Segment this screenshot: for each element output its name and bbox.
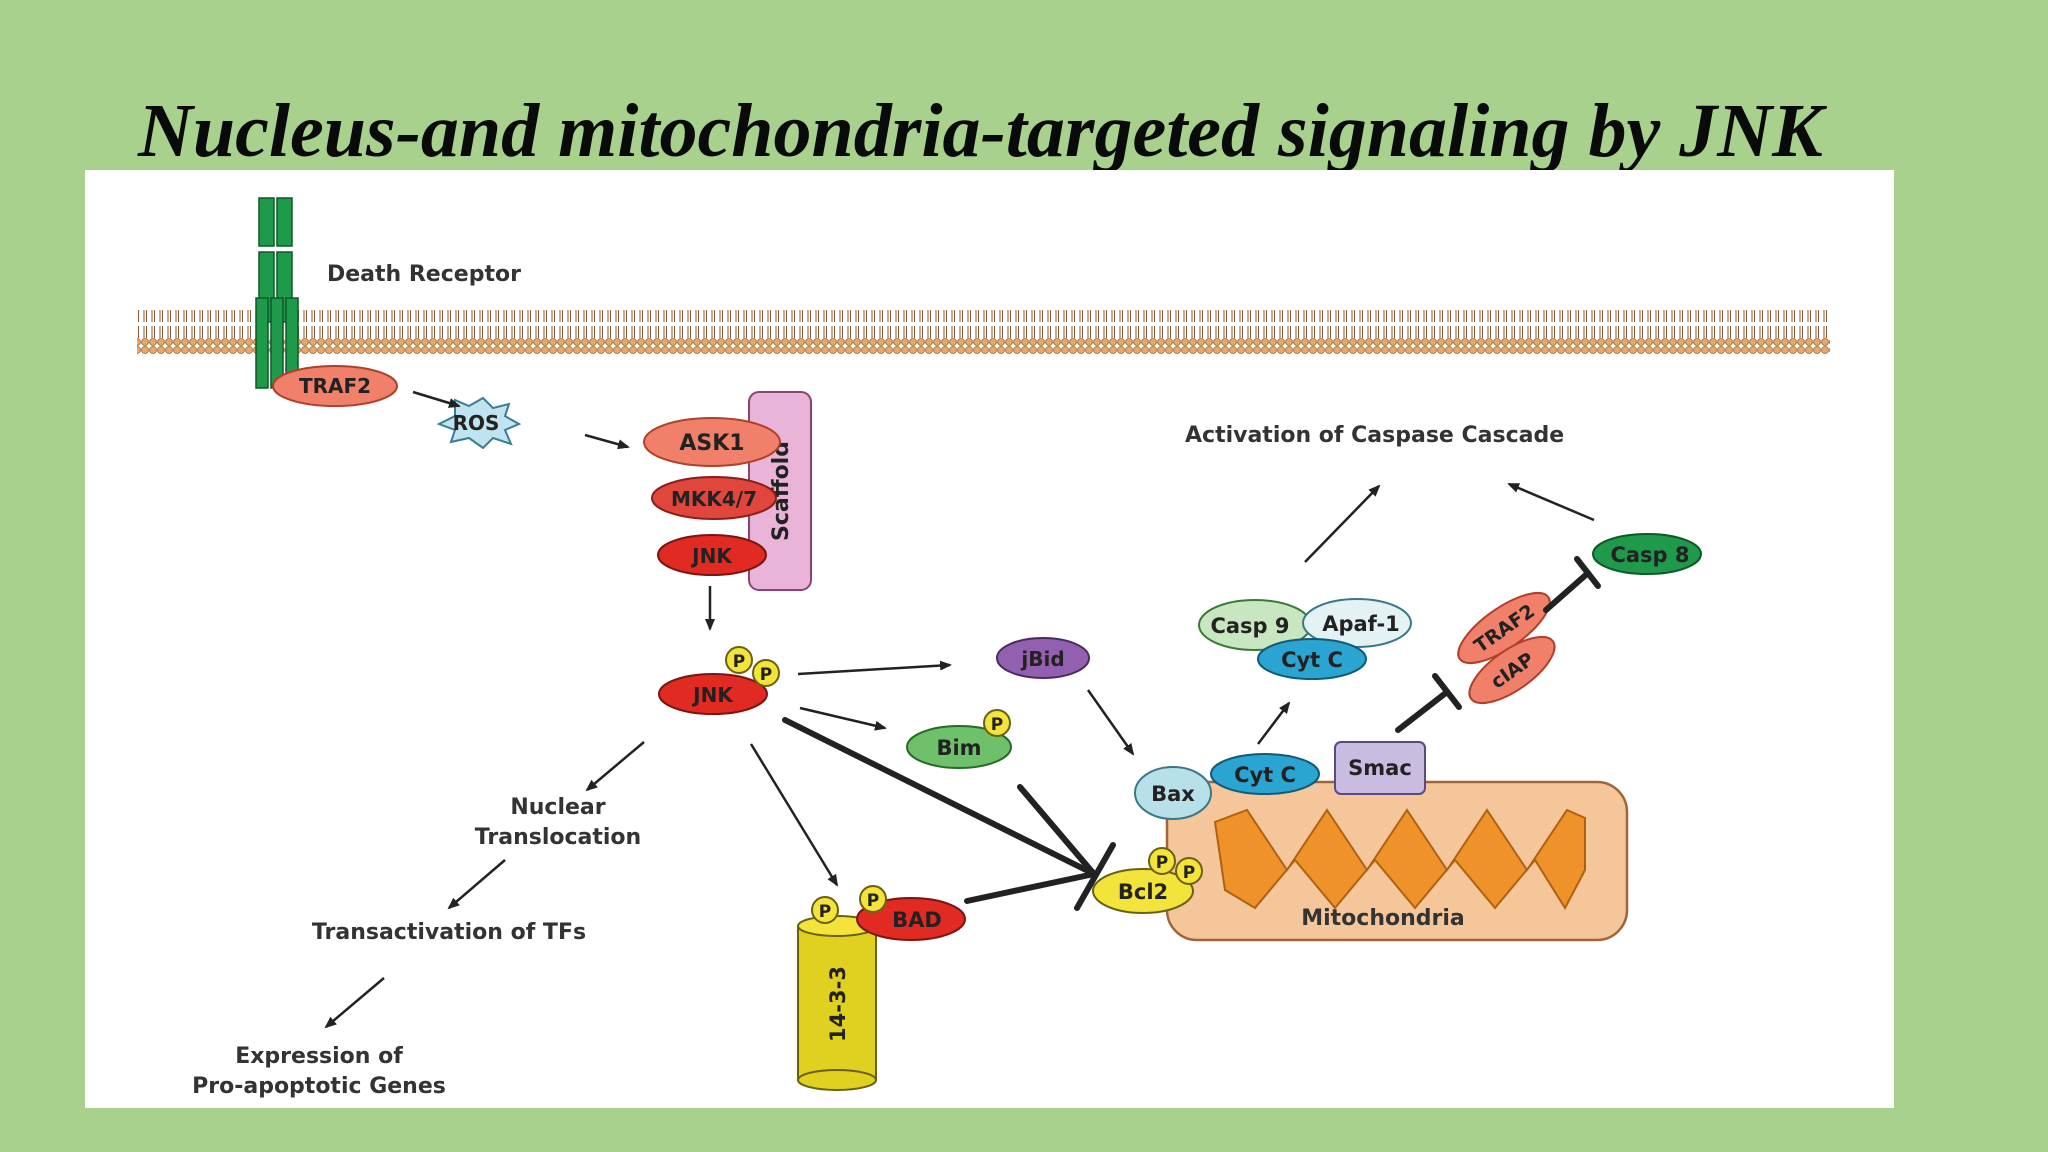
- death-receptor-shape: [255, 197, 299, 389]
- bim-label: Bim: [936, 736, 981, 760]
- bax-node: [1134, 766, 1212, 820]
- arrow-cytc-release: [1257, 701, 1291, 745]
- traf2-label: TRAF2: [299, 374, 371, 398]
- expression-label-2: Pro-apoptotic Genes: [192, 1074, 446, 1099]
- phospho-label: P: [733, 652, 745, 672]
- arrow-jnk-nuclear: [585, 741, 645, 792]
- phospho-badge: [983, 709, 1011, 737]
- ask1-label: ASK1: [679, 431, 744, 456]
- jnk-node-scaffold: [657, 534, 767, 576]
- casp8-node: [1592, 533, 1702, 575]
- arrow-jbid-bax: [1086, 689, 1135, 756]
- bax-label: Bax: [1151, 782, 1195, 806]
- arrow-jnk-bad: [749, 743, 839, 887]
- protein-14-3-3-shape: [797, 915, 877, 1091]
- bad-label: BAD: [892, 908, 942, 932]
- nuclear-translocation-label: Nuclear: [510, 795, 605, 820]
- jnk-node-phospho: [658, 673, 768, 715]
- caspase-cascade-label: Activation of Caspase Cascade: [1185, 423, 1564, 448]
- phospho-label: P: [1183, 863, 1195, 883]
- phospho-label: P: [1156, 853, 1168, 873]
- phospho-label: P: [760, 665, 772, 685]
- casp9-label: Casp 9: [1210, 614, 1289, 638]
- inhibit-bar-bcl2: [1074, 842, 1116, 911]
- slide-title: Nucleus-and mitochondria-targeted signal…: [138, 89, 1823, 173]
- inhibit-smac-ciap: [1395, 689, 1450, 733]
- cytc-mito-node: [1210, 753, 1320, 795]
- transactivation-label: Transactivation of TFs: [312, 920, 586, 945]
- ask1-node: [643, 417, 781, 467]
- inhibit-bad-bcl2: [964, 871, 1097, 904]
- inhibit-bar-ciap: [1432, 673, 1462, 710]
- bim-node: [906, 725, 1012, 769]
- phospho-label: P: [819, 902, 831, 922]
- phospho-badge: [1175, 857, 1203, 885]
- smac-node: [1334, 741, 1426, 795]
- inhibit-bar-casp8: [1574, 556, 1601, 589]
- cell-membrane: [137, 310, 1830, 354]
- mkk47-label: MKK4/7: [671, 487, 757, 511]
- arrow-casp8-cascade: [1507, 482, 1595, 522]
- arrow-jnk-bim: [799, 706, 887, 731]
- inhibit-jnk-bcl2: [782, 717, 1097, 877]
- ciap-node: [1468, 635, 1556, 705]
- phospho-label: P: [867, 891, 879, 911]
- casp8-label: Casp 8: [1610, 543, 1689, 567]
- ros-label: ROS: [453, 411, 500, 435]
- jnk-label-scaffold: JNK: [690, 544, 733, 568]
- phospho-badge: [811, 896, 839, 924]
- ros-burst: [436, 396, 522, 450]
- jbid-label: jBid: [1020, 647, 1064, 671]
- arrow-apoptosome-cascade: [1304, 484, 1381, 563]
- bcl2-node: [1092, 868, 1194, 914]
- cytc-apoptosome-label: Cyt C: [1281, 648, 1343, 672]
- inhibit-ciap-casp8: [1543, 570, 1591, 613]
- inhibit-bim-bcl2: [1017, 784, 1097, 877]
- diagram-panel: Death Receptor TRAF2 ROS Scaffold ASK1 M…: [85, 170, 1894, 1108]
- death-receptor-label: Death Receptor: [327, 262, 521, 287]
- mkk47-node: [651, 476, 777, 520]
- expression-label: Expression of: [235, 1044, 403, 1069]
- mitochondria-label: Mitochondria: [1301, 906, 1465, 931]
- phospho-badge: [859, 885, 887, 913]
- jnk-signaling-diagram: Death Receptor TRAF2 ROS Scaffold ASK1 M…: [137, 197, 1830, 1099]
- mitochondria-cristae: [1213, 808, 1586, 911]
- bad-node: [856, 897, 966, 941]
- arrow-ros-ask1: [584, 433, 630, 450]
- phospho-badge: [1148, 847, 1176, 875]
- cytc-apoptosome-node: [1257, 638, 1367, 680]
- jbid-node: [996, 637, 1090, 679]
- phospho-badge: [725, 646, 753, 674]
- arrow-traf2-ros: [412, 390, 461, 408]
- jnk-label-phospho: JNK: [691, 683, 734, 707]
- smac-label: Smac: [1348, 756, 1412, 780]
- nuclear-translocation-label-2: Translocation: [475, 825, 641, 850]
- phospho-label: P: [991, 715, 1003, 735]
- phospho-badge: [752, 659, 780, 687]
- apaf1-label: Apaf-1: [1322, 612, 1400, 636]
- bcl2-label: Bcl2: [1118, 880, 1168, 904]
- arrow-nuclear-transactivation: [447, 859, 506, 910]
- cytc-mito-label: Cyt C: [1234, 763, 1296, 787]
- traf2-node: [272, 365, 398, 407]
- arrow-transactivation-expression: [324, 977, 385, 1029]
- arrow-jnk-jbid: [797, 660, 952, 676]
- protein-14-3-3-label: 14-3-3: [826, 966, 850, 1042]
